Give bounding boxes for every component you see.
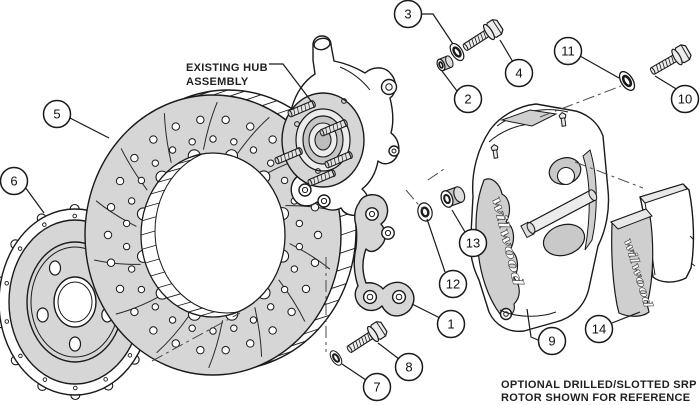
spacer-item-13 — [440, 186, 466, 208]
knuckle-lobe-hole-left — [298, 183, 312, 197]
svg-text:5: 5 — [53, 107, 60, 122]
hat-center-bore — [53, 276, 97, 328]
brake-pads — [610, 183, 696, 317]
svg-text:4: 4 — [515, 66, 522, 81]
caliper-bracket — [353, 194, 415, 317]
svg-text:8: 8 — [405, 360, 412, 375]
svg-text:2: 2 — [464, 92, 471, 107]
knuckle-arm-hole — [313, 37, 331, 51]
callout-11: 11 — [553, 36, 620, 79]
callout-7: 7 — [341, 363, 392, 402]
svg-text:6: 6 — [10, 174, 17, 189]
washer-item-12 — [417, 202, 433, 222]
bolt-item-10 — [646, 42, 694, 80]
knuckle-ear-hole-mid — [388, 145, 400, 157]
callout-14: 14 — [584, 311, 641, 344]
svg-text:10: 10 — [678, 92, 692, 107]
knuckle-lobe-hole-right — [317, 194, 331, 208]
footnote-line1: OPTIONAL DRILLED/SLOTTED SRP — [501, 379, 697, 391]
footnote-line2: ROTOR SHOWN FOR REFERENCE — [501, 392, 690, 404]
callout-12: 12 — [426, 218, 468, 299]
svg-text:1: 1 — [447, 317, 454, 332]
callout-8: 8 — [377, 342, 424, 382]
bolt-item-8 — [342, 318, 390, 359]
caliper-lower-window — [542, 223, 586, 257]
svg-text:13: 13 — [466, 236, 480, 251]
hub-flange — [281, 92, 365, 188]
bolt-item-4 — [458, 16, 506, 57]
hat-bore-step — [57, 281, 93, 323]
callout-5: 5 — [42, 99, 110, 139]
hub-label-line2: ASSEMBLY — [186, 76, 249, 88]
washer-item-11 — [615, 67, 639, 95]
svg-text:11: 11 — [561, 44, 575, 59]
svg-text:3: 3 — [404, 7, 411, 22]
rotor-center-opening — [140, 152, 286, 318]
svg-text:9: 9 — [548, 334, 555, 349]
center-axis-lines — [151, 85, 644, 362]
callout-1: 1 — [411, 303, 466, 339]
callout-3: 3 — [393, 0, 454, 45]
callout-13: 13 — [451, 209, 488, 258]
spacer-item-2 — [436, 55, 454, 72]
caliper-crossover-tube — [520, 189, 598, 239]
callout-2: 2 — [441, 70, 483, 114]
callout-4: 4 — [499, 39, 534, 88]
callout-10: 10 — [654, 75, 700, 114]
rotor-drilled-holes — [103, 115, 323, 355]
hub-label-line1: EXISTING HUB — [186, 62, 268, 74]
pad-outer — [610, 208, 654, 317]
hub-label-leader — [269, 63, 312, 102]
svg-text:7: 7 — [373, 380, 380, 395]
callout-6: 6 — [0, 166, 45, 214]
hardware — [326, 16, 694, 369]
brake-caliper — [469, 103, 610, 332]
caliper-logo-plate — [475, 178, 520, 317]
knuckle-ear-hole-upper — [380, 78, 398, 96]
svg-text:14: 14 — [592, 322, 606, 337]
svg-text:12: 12 — [446, 277, 460, 292]
callout-9: 9 — [526, 308, 567, 356]
